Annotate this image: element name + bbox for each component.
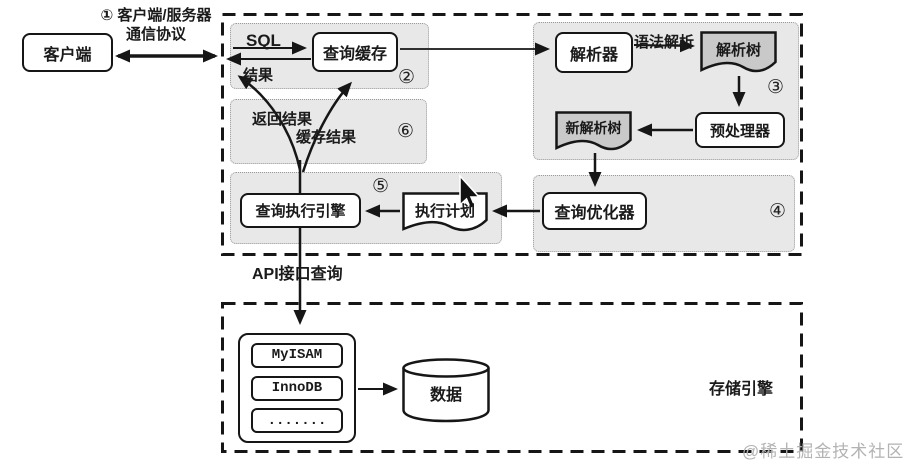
return-result-label: 返回结果 — [252, 111, 313, 128]
arrow-return-result — [237, 75, 302, 171]
execution-engine-box: 查询执行引擎 — [240, 193, 361, 228]
engine-list-box: MyISAM InnoDB ....... — [238, 333, 356, 443]
engine-item-myisam: MyISAM — [251, 342, 343, 368]
optimizer-box: 查询优化器 — [542, 192, 647, 230]
execution-plan-label: 执行计划 — [414, 203, 475, 220]
mouse-cursor-icon — [459, 173, 481, 210]
query-cache-box: 查询缓存 — [312, 32, 398, 72]
protocol-line1: ① 客户端/服务器 — [100, 7, 212, 24]
watermark: @稀土掘金技术社区 — [742, 442, 905, 461]
execution-plan-shape — [402, 192, 488, 232]
new-parse-tree-shape — [555, 111, 632, 151]
arrow-parser-to-tree — [633, 39, 695, 53]
preprocessor-label: 预处理器 — [709, 122, 770, 140]
syntax-parse-label: 语法解析 — [634, 34, 695, 51]
data-cylinder — [402, 358, 490, 423]
engine-item-others: ....... — [251, 408, 343, 434]
parser-label: 解析器 — [569, 46, 618, 64]
client-label: 客户端 — [43, 46, 92, 64]
storage-dashed-box — [221, 302, 803, 453]
badge-6: ⑥ — [397, 121, 415, 142]
storage-engine-title: 存储引擎 — [709, 381, 774, 398]
badge-3: ③ — [767, 77, 785, 98]
parser-box: 解析器 — [555, 32, 633, 73]
protocol-label: ① 客户端/服务器 通信协议 — [90, 6, 222, 44]
badge-5: ⑤ — [372, 176, 390, 197]
query-cache-label: 查询缓存 — [322, 46, 387, 63]
execution-engine-label: 查询执行引擎 — [255, 203, 346, 220]
data-label: 数据 — [429, 387, 462, 404]
badge-4: ④ — [769, 201, 787, 222]
sql-label: SQL — [246, 31, 281, 50]
optimizer-label: 查询优化器 — [554, 205, 635, 222]
new-parse-tree-label: 新解析树 — [565, 120, 622, 136]
arrow-cache-result — [301, 81, 353, 173]
result-label: 结果 — [243, 67, 274, 84]
parse-tree-label: 解析树 — [715, 42, 761, 59]
engine-item-innodb: InnoDB — [251, 375, 343, 401]
badge-2: ② — [398, 67, 416, 88]
api-query-label: API接口查询 — [252, 266, 343, 283]
parse-tree-shape — [700, 31, 777, 73]
protocol-line2: 通信协议 — [125, 26, 186, 43]
return-result-panel — [230, 99, 427, 164]
cache-result-label: 缓存结果 — [296, 129, 357, 146]
client-box: 客户端 — [22, 33, 113, 72]
preprocessor-box: 预处理器 — [695, 112, 785, 148]
server-dashed-box — [221, 13, 803, 256]
